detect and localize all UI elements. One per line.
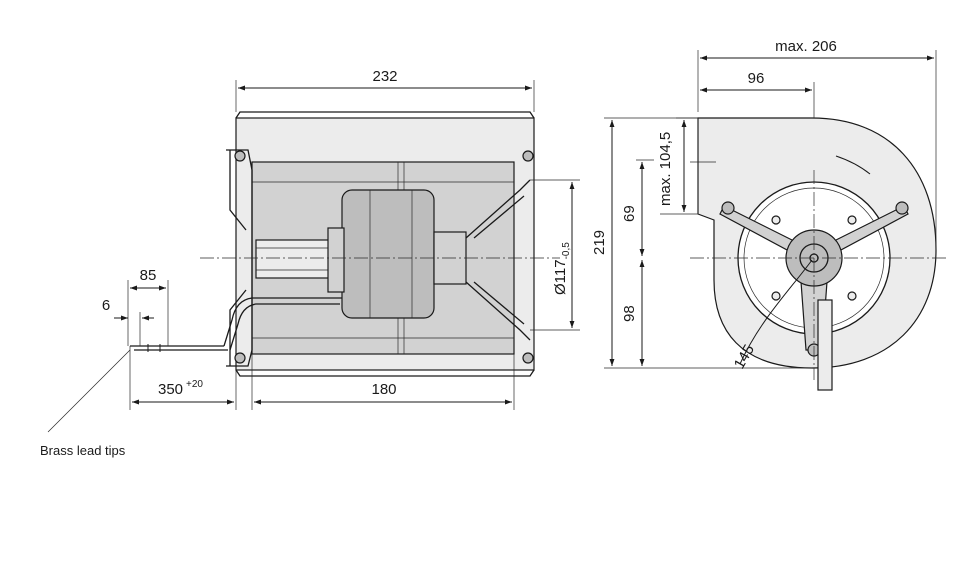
- dim-350-tolerance: +20: [186, 379, 203, 390]
- dim-96: 96: [748, 70, 765, 87]
- dim-232: 232: [372, 68, 397, 85]
- dim-inlet-diameter: Ø117-0,5: [552, 242, 572, 295]
- motor-body: [341, 189, 435, 319]
- screw: [522, 352, 534, 364]
- cable: [223, 297, 342, 347]
- left-bracket: [226, 149, 253, 367]
- dim-350: 350: [158, 381, 183, 398]
- front-dimensions: max. 206 96 max. 104,5 219 69 98 145: [591, 38, 937, 372]
- top-flange: [235, 111, 535, 119]
- bottom-flange: [235, 369, 535, 377]
- dim-max-104-5: max. 104,5: [657, 132, 674, 206]
- screw: [895, 201, 909, 215]
- dim-85: 85: [140, 267, 157, 284]
- dim-69: 69: [621, 205, 638, 222]
- dim-180: 180: [371, 381, 396, 398]
- dim-6: 6: [102, 297, 110, 314]
- screw: [522, 150, 534, 162]
- motor-support: [465, 179, 531, 239]
- brass-lead-note: Brass lead tips: [40, 349, 131, 458]
- dim-219: 219: [591, 230, 608, 255]
- motor-end-cap: [327, 227, 345, 293]
- dim-max-206: max. 206: [775, 38, 837, 55]
- side-view: [130, 111, 560, 377]
- brass-lead-label: Brass lead tips: [40, 443, 126, 458]
- cable-exit: [817, 299, 833, 391]
- side-dimensions: 232 180 350 +20 85 6 Ø117-0,5: [102, 68, 580, 410]
- front-view: [690, 117, 946, 391]
- screw: [721, 201, 735, 215]
- screw: [234, 150, 246, 162]
- screw: [234, 352, 246, 364]
- dim-98: 98: [621, 305, 638, 322]
